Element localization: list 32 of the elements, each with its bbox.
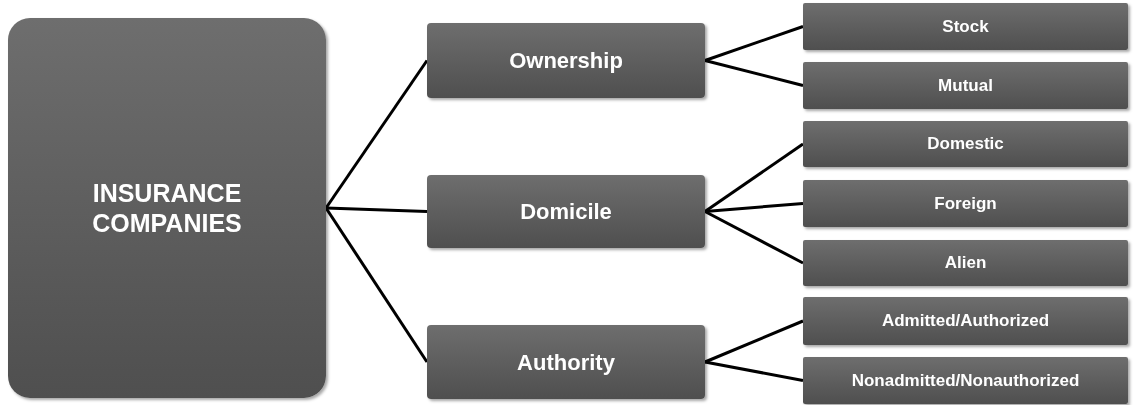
node-label: Alien bbox=[944, 252, 987, 275]
subcategory-box bbox=[803, 3, 1128, 50]
category-box bbox=[8, 18, 326, 398]
connector-line bbox=[704, 59, 804, 87]
node-label: Admitted/Authorized bbox=[881, 310, 1050, 333]
connector-line bbox=[704, 210, 804, 265]
node-label: Authority bbox=[517, 348, 615, 377]
node-label: Domicile bbox=[520, 198, 612, 226]
node-label: Ownership bbox=[509, 47, 623, 75]
category-box bbox=[427, 175, 705, 248]
connector-line bbox=[324, 207, 429, 363]
connector-line bbox=[324, 59, 429, 209]
subcategory-box bbox=[803, 240, 1128, 286]
connector-line bbox=[704, 360, 804, 382]
node-label: Stock bbox=[942, 15, 989, 38]
subcategory-box bbox=[803, 297, 1128, 345]
category-box bbox=[427, 23, 705, 98]
connector-line bbox=[704, 319, 804, 364]
connector-line bbox=[704, 202, 804, 213]
node-label: Domestic bbox=[927, 133, 1004, 156]
subcategory-box bbox=[803, 357, 1128, 404]
connector-line bbox=[704, 142, 804, 213]
subcategory-box bbox=[803, 62, 1128, 109]
category-box bbox=[427, 325, 705, 399]
subcategory-box bbox=[803, 180, 1128, 227]
connector-line bbox=[325, 206, 428, 213]
subcategory-box bbox=[803, 121, 1128, 167]
connector-line bbox=[704, 25, 804, 62]
node-label: Mutual bbox=[938, 74, 993, 97]
node-label: Nonadmitted/Nonauthorized bbox=[851, 369, 1080, 392]
node-label: INSURANCE COMPANIES bbox=[91, 178, 243, 238]
node-label: Foreign bbox=[934, 192, 997, 215]
